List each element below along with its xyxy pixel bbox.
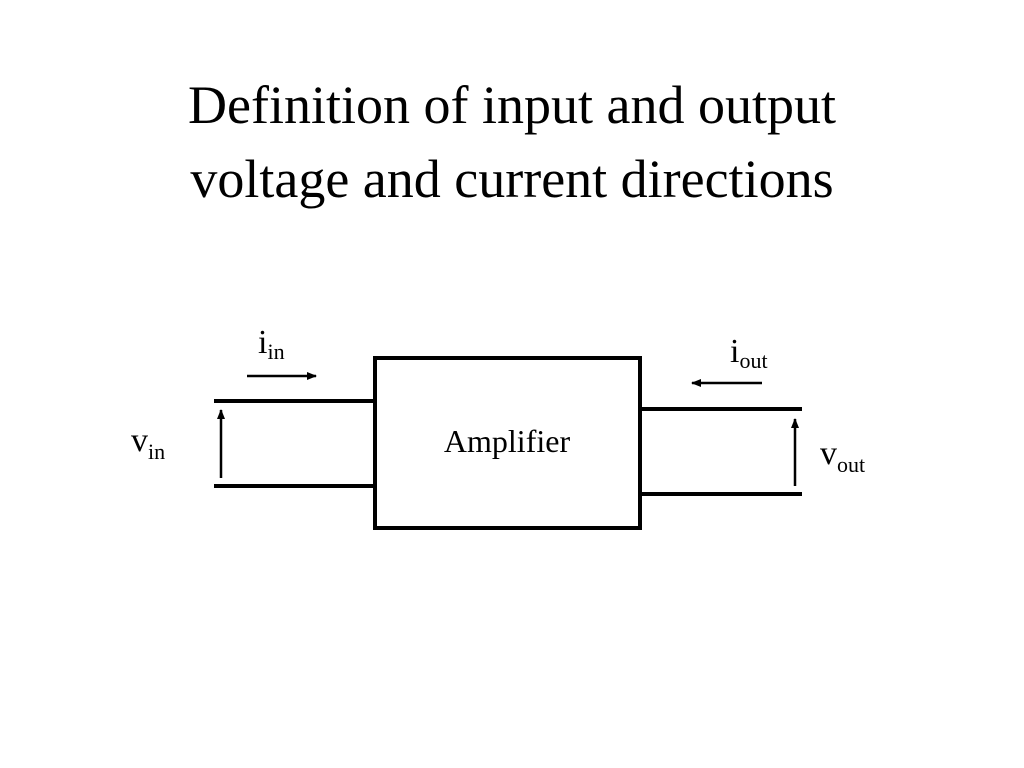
input-current-label: iin <box>258 324 285 364</box>
output-voltage-subscript: out <box>837 452 865 477</box>
title-line-2: voltage and current directions <box>190 149 834 209</box>
slide-title: Definition of input and output voltage a… <box>0 68 1024 216</box>
input-current-symbol: i <box>258 324 267 361</box>
input-voltage-symbol: v <box>131 422 148 459</box>
title-line-1: Definition of input and output <box>188 75 836 135</box>
output-voltage-symbol: v <box>820 435 837 472</box>
input-voltage-subscript: in <box>148 439 165 464</box>
output-voltage-label: vout <box>820 435 865 477</box>
output-current-subscript: out <box>739 348 767 373</box>
amplifier-label: Amplifier <box>444 423 571 459</box>
output-current-label: iout <box>730 333 768 373</box>
amplifier-block <box>373 356 642 530</box>
output-current-symbol: i <box>730 333 739 370</box>
input-current-subscript: in <box>267 339 284 364</box>
input-voltage-label: vin <box>131 422 165 464</box>
